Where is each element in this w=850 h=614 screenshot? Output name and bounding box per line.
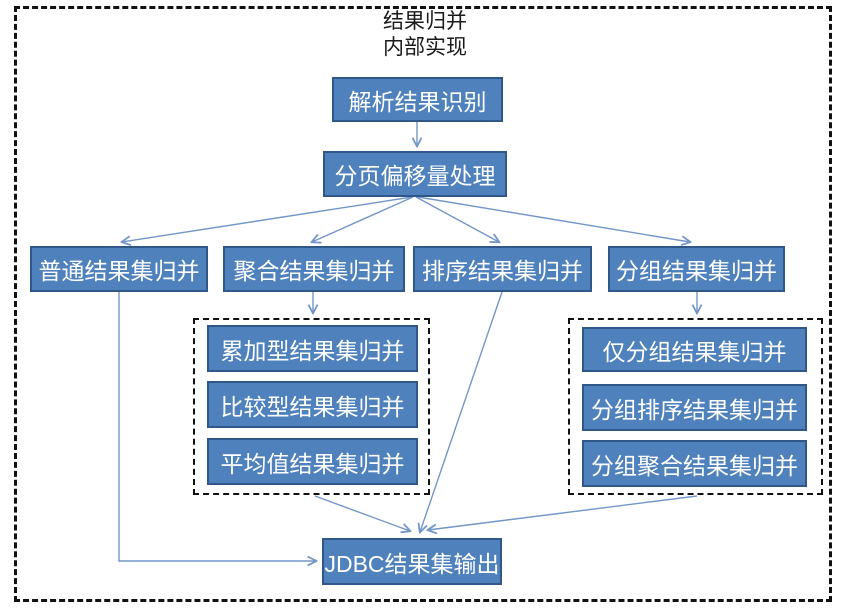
diagram-title-line2: 内部实现 [383, 36, 467, 59]
node-group-only-merge: 仅分组结果集归并 [582, 327, 807, 372]
grouping-subtypes-group-box [568, 318, 823, 495]
node-parse-result: 解析结果识别 [332, 77, 503, 122]
node-paging-offset: 分页偏移量处理 [323, 151, 507, 197]
node-group-merge: 分组结果集归并 [608, 246, 785, 292]
node-sort-merge: 排序结果集归并 [413, 246, 592, 292]
node-group-sort-merge: 分组排序结果集归并 [582, 384, 807, 431]
node-compare-merge: 比较型结果集归并 [207, 381, 418, 428]
outer-dashed-frame [14, 6, 832, 602]
aggregate-subtypes-group-box [193, 318, 430, 495]
node-group-aggregate-merge: 分组聚合结果集归并 [582, 440, 807, 487]
diagram-title: 结果归并 内部实现 [0, 9, 850, 61]
diagram-title-line1: 结果归并 [383, 10, 467, 33]
node-jdbc-output: JDBC结果集输出 [322, 538, 502, 585]
node-aggregate-merge: 聚合结果集归并 [223, 246, 405, 292]
node-normal-merge: 普通结果集归并 [30, 246, 208, 292]
node-accumulate-merge: 累加型结果集归并 [207, 325, 418, 372]
node-average-merge: 平均值结果集归并 [207, 438, 418, 485]
